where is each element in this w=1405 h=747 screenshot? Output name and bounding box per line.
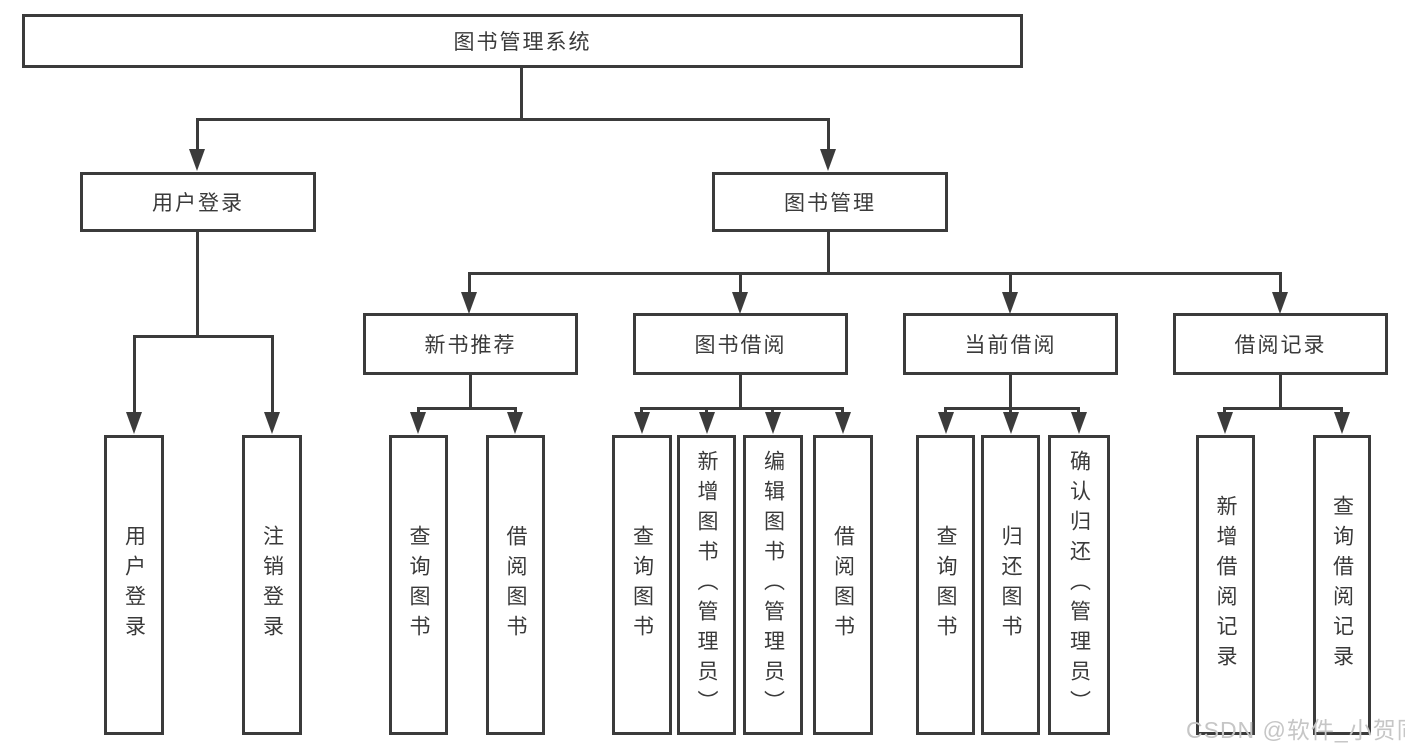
connector-line <box>133 335 274 338</box>
leaf-label: 借阅图书 <box>831 525 855 645</box>
leaf-label: 确认归还（管理员） <box>1067 450 1091 720</box>
arrowhead <box>264 412 280 434</box>
connector-line <box>1279 272 1282 294</box>
connector-line <box>739 272 742 294</box>
leaf-label: 编辑图书（管理员） <box>761 450 785 720</box>
arrowhead <box>507 412 523 434</box>
leaf-label: 用户登录 <box>122 525 146 645</box>
leaf-label: 查询借阅记录 <box>1330 495 1354 675</box>
csdn-watermark: CSDN @软件_小贺同学 <box>1186 717 1405 743</box>
node-label: 图书管理 <box>784 192 876 215</box>
connector-line <box>1223 407 1226 415</box>
connector-line <box>1223 407 1343 410</box>
leaf-label: 查询图书 <box>934 525 957 645</box>
node-borrowing-records: 借阅记录 <box>1173 313 1388 375</box>
leaf-return-books: 归还图书 <box>981 435 1040 735</box>
node-label: 图书管理系统 <box>453 31 592 54</box>
leaf-query-books-borrowing: 查询图书 <box>612 435 672 735</box>
connector-line <box>469 375 472 409</box>
leaf-confirm-return-admin: 确认归还（管理员） <box>1048 435 1110 735</box>
arrowhead <box>1003 412 1019 434</box>
arrowhead <box>699 412 715 434</box>
connector-line <box>1009 407 1012 415</box>
connector-line <box>944 407 947 415</box>
leaf-borrow-books: 借阅图书 <box>813 435 873 735</box>
leaf-label: 借阅图书 <box>504 525 527 645</box>
leaf-query-borrow-record: 查询借阅记录 <box>1313 435 1371 735</box>
arrowhead <box>1071 412 1087 434</box>
leaf-add-borrow-record: 新增借阅记录 <box>1196 435 1255 735</box>
node-label: 用户登录 <box>152 192 244 215</box>
arrowhead <box>1272 292 1288 314</box>
leaf-label: 查询图书 <box>407 525 430 645</box>
connector-line <box>944 407 1080 410</box>
arrowhead <box>410 412 426 434</box>
arrowhead <box>189 149 205 171</box>
connector-line <box>520 68 523 118</box>
node-current-borrowing: 当前借阅 <box>903 313 1118 375</box>
connector-line <box>133 335 136 413</box>
connector-line <box>1340 407 1343 415</box>
connector-line <box>1077 407 1080 415</box>
arrowhead <box>1334 412 1350 434</box>
arrowhead <box>835 412 851 434</box>
arrowhead <box>1217 412 1233 434</box>
arrowhead <box>461 292 477 314</box>
connector-line <box>640 407 643 415</box>
connector-line <box>827 118 830 152</box>
leaf-label: 注销登录 <box>260 525 284 645</box>
connector-line <box>841 407 844 415</box>
connector-line <box>1009 375 1012 409</box>
connector-line <box>196 118 830 121</box>
connector-line <box>468 272 471 294</box>
leaf-logout: 注销登录 <box>242 435 302 735</box>
node-library-management-system: 图书管理系统 <box>22 14 1023 68</box>
node-book-management: 图书管理 <box>712 172 948 232</box>
leaf-borrow-books-recommend: 借阅图书 <box>486 435 545 735</box>
node-label: 当前借阅 <box>964 334 1057 357</box>
connector-line <box>417 407 420 415</box>
leaf-edit-books-admin: 编辑图书（管理员） <box>743 435 803 735</box>
connector-line <box>514 407 517 415</box>
leaf-label: 新增借阅记录 <box>1214 495 1237 675</box>
node-new-book-recommend: 新书推荐 <box>363 313 578 375</box>
connector-line <box>468 272 1282 275</box>
connector-line <box>417 407 517 410</box>
arrowhead <box>938 412 954 434</box>
leaf-query-books-recommend: 查询图书 <box>389 435 448 735</box>
leaf-label: 归还图书 <box>999 525 1022 645</box>
leaf-label: 查询图书 <box>630 525 654 645</box>
connector-line <box>827 232 830 274</box>
arrowhead <box>126 412 142 434</box>
node-label: 借阅记录 <box>1234 334 1327 357</box>
leaf-label: 新增图书（管理员） <box>695 450 718 720</box>
connector-line <box>739 375 742 409</box>
connector-line <box>196 232 199 335</box>
arrowhead <box>1002 292 1018 314</box>
arrowhead <box>634 412 650 434</box>
connector-line <box>1009 272 1012 294</box>
arrowhead <box>732 292 748 314</box>
arrowhead <box>820 149 836 171</box>
connector-line <box>705 407 708 415</box>
connector-line <box>771 407 774 415</box>
node-label: 图书借阅 <box>694 334 787 357</box>
connector-line <box>1279 375 1282 409</box>
connector-line <box>196 118 199 152</box>
node-user-login: 用户登录 <box>80 172 316 232</box>
node-book-borrowing: 图书借阅 <box>633 313 848 375</box>
leaf-user-login: 用户登录 <box>104 435 164 735</box>
leaf-query-books-current: 查询图书 <box>916 435 975 735</box>
arrowhead <box>765 412 781 434</box>
connector-line <box>640 407 844 410</box>
leaf-add-books-admin: 新增图书（管理员） <box>677 435 736 735</box>
node-label: 新书推荐 <box>424 334 517 357</box>
connector-line <box>271 335 274 413</box>
